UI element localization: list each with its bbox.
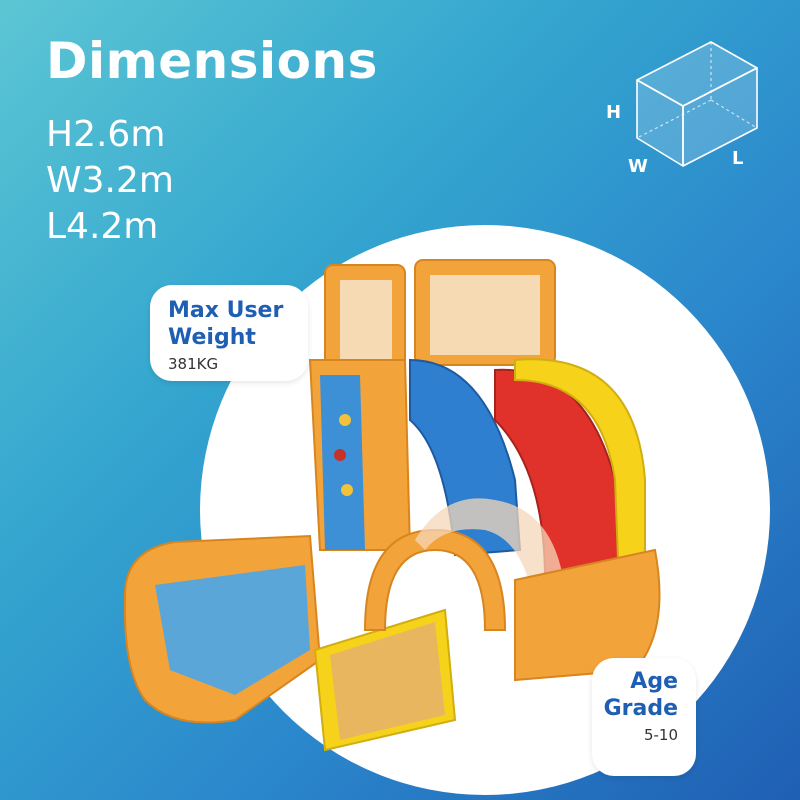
age-grade-value: 5-10 [643,726,678,744]
max-user-weight-label-line2: Weight [168,325,256,350]
cube-w-label: W [628,156,648,177]
pool-water [155,565,310,695]
cube-side-face [682,67,758,167]
cube-icon: H W L [600,30,780,190]
max-user-weight-label-line1: Max User [168,298,284,323]
page-title: Dimensions [46,32,378,90]
age-grade-label-line2: Grade [603,696,678,721]
age-grade-callout: Age Grade 5-10 [592,658,696,776]
dimensions-list: H2.6m W3.2m L4.2m [46,112,174,250]
age-grade-label-line1: Age [630,669,678,694]
max-user-weight-callout: Max User Weight 381KG [150,285,308,381]
cube-drawing [636,41,758,167]
inflatable-water-slide-image [123,259,661,752]
cube-h-label: H [606,102,622,123]
dimension-width: W3.2m [46,160,174,201]
max-user-weight-value: 381KG [168,355,219,373]
mesh-tunnel [415,498,565,610]
dimension-length: L4.2m [46,206,159,247]
splash-arch [363,528,507,631]
dimension-height: H2.6m [46,114,166,155]
cube-l-label: L [732,148,744,169]
